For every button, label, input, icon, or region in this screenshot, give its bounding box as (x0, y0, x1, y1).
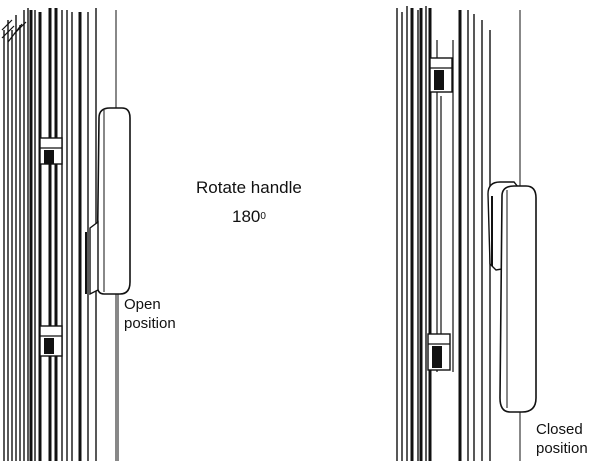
open-callout-line1: Open (124, 296, 161, 313)
rotation-angle-degree-mark: 0 (260, 211, 266, 222)
open-top-keeper (39, 137, 63, 165)
rotate-handle-text: Rotate handle (196, 178, 302, 197)
open-position-callout: Open position (124, 296, 176, 334)
closed-channel (436, 40, 454, 372)
rotation-angle-label: 1800 (232, 207, 266, 227)
open-handle (85, 107, 131, 296)
closed-frame-lines (396, 6, 521, 461)
closed-handle (487, 181, 537, 413)
open-top-hatch (1, 19, 27, 43)
closed-assembly (396, 6, 537, 461)
rotate-handle-label: Rotate handle (196, 178, 302, 198)
closed-callout-line1: Closed (536, 421, 583, 438)
rotation-angle-value: 180 (232, 207, 261, 226)
open-callout-line2: position (124, 314, 176, 332)
closed-bottom-keeper (427, 333, 451, 371)
open-bottom-keeper (39, 325, 63, 357)
closed-position-callout: Closed position (536, 421, 588, 459)
closed-top-keeper (429, 57, 453, 93)
closed-callout-line2: position (536, 439, 588, 457)
open-frame-heavy-lines (29, 8, 82, 461)
open-assembly (1, 8, 131, 461)
